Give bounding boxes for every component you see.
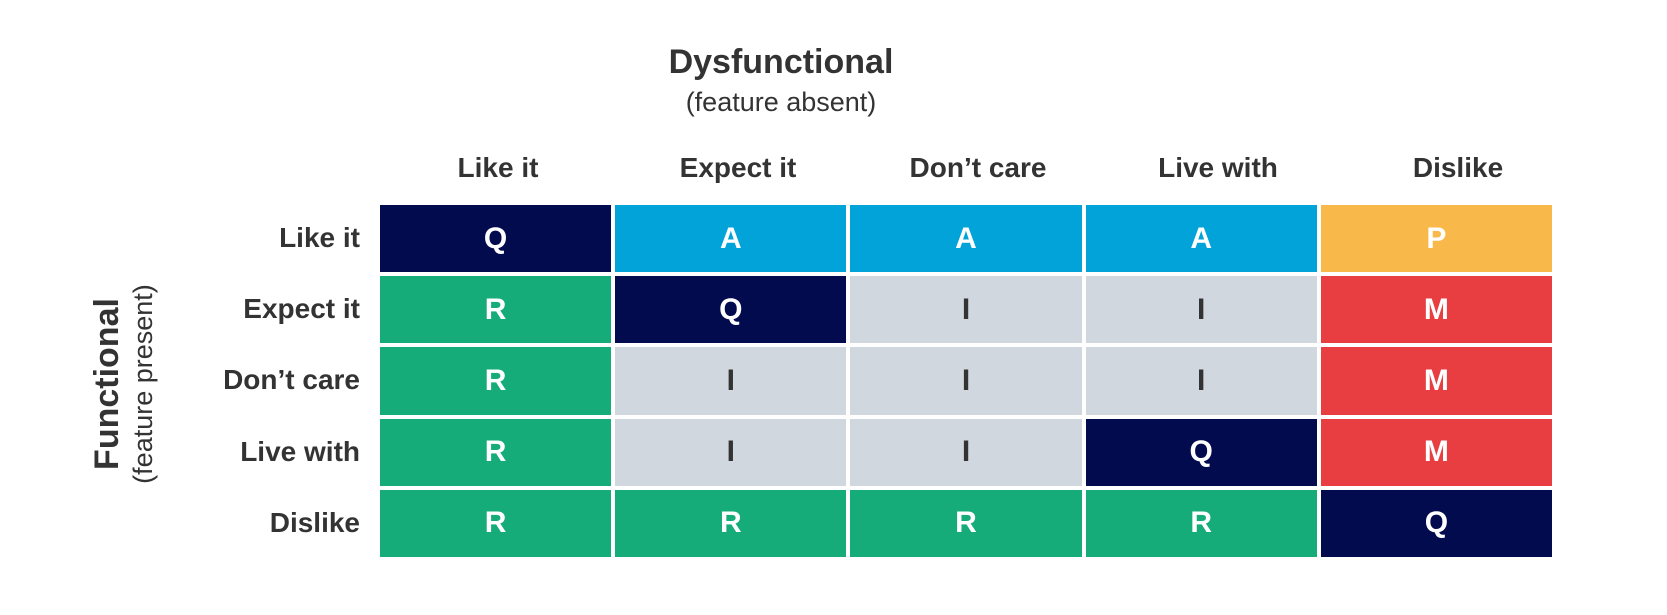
grid-cell: R (380, 489, 612, 557)
grid-cell: A (850, 205, 1082, 273)
grid-cell: I (615, 347, 847, 415)
row-header: Don’t care (223, 364, 360, 396)
grid-cell: I (1085, 276, 1317, 344)
functional-title: Functional (88, 298, 126, 470)
grid-cell: Q (1085, 418, 1317, 486)
grid-cell: M (1320, 347, 1552, 415)
grid-cell: R (380, 347, 612, 415)
grid-cell: I (1085, 347, 1317, 415)
row-header: Like it (279, 222, 360, 253)
grid-cell: I (850, 347, 1082, 415)
grid-cell: R (615, 489, 847, 557)
grid-cell: P (1320, 205, 1552, 273)
grid-cell: R (850, 489, 1082, 557)
grid-cell: I (850, 276, 1082, 344)
row-header: Expect it (243, 293, 360, 325)
grid-cell: I (615, 418, 847, 486)
column-header: Live with (1158, 152, 1278, 183)
grid-cell: I (850, 418, 1082, 486)
grid-cell: A (1085, 205, 1317, 273)
column-header: Dislike (1412, 152, 1504, 183)
column-header: Like it (457, 152, 539, 183)
grid-cell: R (380, 276, 612, 344)
grid-cell: M (1320, 418, 1552, 486)
grid-cell: Q (380, 205, 612, 273)
column-header: Don’t care (909, 152, 1047, 183)
functional-subtitle: (feature present) (128, 284, 158, 484)
grid-cell: R (380, 418, 612, 486)
grid-cell: R (1085, 489, 1317, 557)
grid-cell: A (615, 205, 847, 273)
dysfunctional-title: Dysfunctional (668, 43, 894, 81)
dysfunctional-subtitle: (feature absent) (685, 87, 877, 117)
grid-cell: Q (1320, 489, 1552, 557)
row-header: Live with (240, 435, 360, 467)
row-header: Dislike (269, 506, 360, 538)
grid-cell: M (1320, 276, 1552, 344)
grid-cell: Q (615, 276, 847, 344)
column-header: Expect it (679, 152, 797, 183)
